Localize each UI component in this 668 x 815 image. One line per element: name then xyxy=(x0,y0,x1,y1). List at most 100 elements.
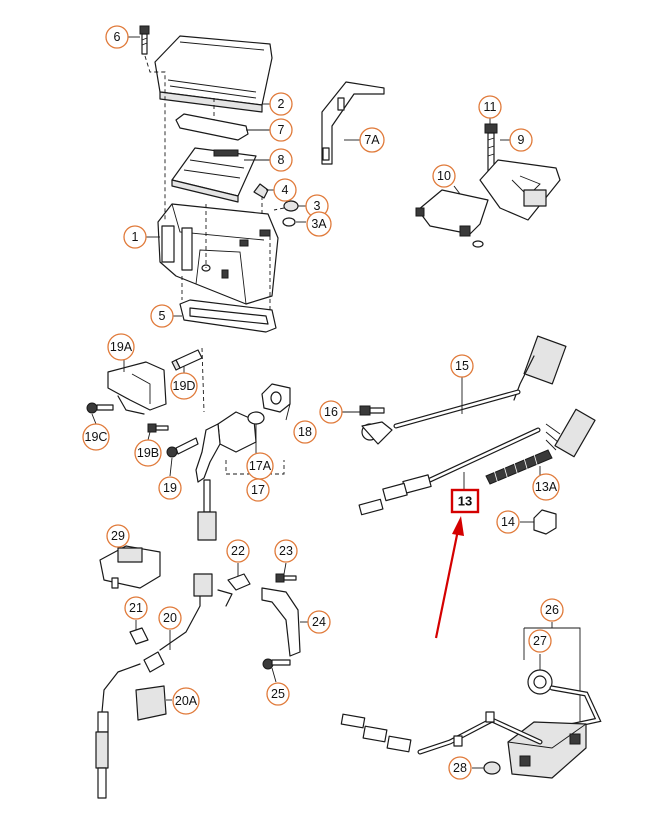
callout-4[interactable]: 4 xyxy=(273,178,297,202)
callout-19-text: 19 xyxy=(163,481,177,495)
bolt-23[interactable] xyxy=(275,573,297,583)
callout-19b-text: 19B xyxy=(137,446,159,460)
callout-19a[interactable]: 19A xyxy=(107,333,135,361)
sensor-15[interactable] xyxy=(361,335,567,445)
callout-3a[interactable]: 3A xyxy=(306,211,332,237)
sleeve-13a[interactable] xyxy=(485,449,553,485)
bolt-16[interactable] xyxy=(359,405,385,416)
oxygen-sensor-13[interactable] xyxy=(358,408,596,516)
callout-13-highlighted[interactable]: 13 xyxy=(450,488,480,514)
washer-3a[interactable] xyxy=(282,217,296,227)
ring-17a[interactable] xyxy=(247,411,265,425)
ecu-bracket-1[interactable] xyxy=(157,203,279,305)
bolt-6[interactable] xyxy=(139,25,150,55)
sensor-17[interactable] xyxy=(195,411,257,541)
bracket-7a[interactable] xyxy=(321,81,385,165)
bolt-19d[interactable] xyxy=(171,349,203,371)
callout-15[interactable]: 15 xyxy=(450,354,474,378)
callout-18-text: 18 xyxy=(298,425,312,439)
clip-22[interactable] xyxy=(217,573,251,607)
clip-7[interactable] xyxy=(175,113,249,141)
callout-22[interactable]: 22 xyxy=(226,539,250,563)
callout-6-text: 6 xyxy=(114,30,121,44)
callout-14[interactable]: 14 xyxy=(496,510,520,534)
callout-15-text: 15 xyxy=(455,359,469,373)
callout-8[interactable]: 8 xyxy=(269,148,293,172)
callout-19c-text: 19C xyxy=(85,430,108,444)
callout-13a[interactable]: 13A xyxy=(532,473,560,501)
bolt-25[interactable] xyxy=(262,658,291,670)
ecu-module-8[interactable] xyxy=(171,147,257,203)
callout-14-text: 14 xyxy=(501,515,515,529)
callout-1[interactable]: 1 xyxy=(123,225,147,249)
callout-1-text: 1 xyxy=(132,230,139,244)
clip-14[interactable] xyxy=(533,509,557,535)
callout-27[interactable]: 27 xyxy=(528,629,552,653)
callout-7a[interactable]: 7A xyxy=(359,127,385,153)
leader-lines xyxy=(91,36,553,769)
callout-28[interactable]: 28 xyxy=(448,756,472,780)
callout-27-text: 27 xyxy=(533,634,547,648)
shield-20a[interactable] xyxy=(135,685,167,721)
callout-2-text: 2 xyxy=(278,97,285,111)
nut-28[interactable] xyxy=(483,761,501,775)
callout-7[interactable]: 7 xyxy=(269,118,293,142)
callout-29[interactable]: 29 xyxy=(106,524,130,548)
bracket-24[interactable] xyxy=(261,587,301,657)
callout-9-text: 9 xyxy=(518,133,525,147)
callout-28-text: 28 xyxy=(453,761,467,775)
bolt-19b[interactable] xyxy=(147,423,169,433)
callout-25-text: 25 xyxy=(271,687,285,701)
ecu-housing-group xyxy=(139,25,299,333)
callout-19c[interactable]: 19C xyxy=(82,423,110,451)
callout-19d[interactable]: 19D xyxy=(170,372,198,400)
bolt-19c[interactable] xyxy=(86,402,114,414)
module-9[interactable] xyxy=(479,159,561,221)
callout-26[interactable]: 26 xyxy=(540,598,564,622)
callout-22-text: 22 xyxy=(231,544,245,558)
callout-17a[interactable]: 17A xyxy=(246,452,274,480)
callout-10-text: 10 xyxy=(437,169,451,183)
callout-24-text: 24 xyxy=(312,615,326,629)
ecu-cover-2[interactable] xyxy=(154,35,273,113)
callout-20a[interactable]: 20A xyxy=(172,687,200,715)
gasket-18[interactable] xyxy=(261,383,291,413)
callout-16-text: 16 xyxy=(324,405,338,419)
callout-21-text: 21 xyxy=(129,601,143,615)
nut-3[interactable] xyxy=(283,200,299,212)
callout-25[interactable]: 25 xyxy=(266,682,290,706)
callout-5[interactable]: 5 xyxy=(150,304,174,328)
callout-3-text: 3 xyxy=(314,199,321,213)
callout-13-text: 13 xyxy=(458,494,472,509)
callout-5-text: 5 xyxy=(159,309,166,323)
callout-17a-text: 17A xyxy=(249,459,272,473)
callout-16[interactable]: 16 xyxy=(319,400,343,424)
bolt-19[interactable] xyxy=(166,437,199,458)
callout-6[interactable]: 6 xyxy=(105,25,129,49)
callout-7-text: 7 xyxy=(278,123,285,137)
nut-4[interactable] xyxy=(253,183,269,199)
callout-10[interactable]: 10 xyxy=(432,164,456,188)
sensor-26-27[interactable] xyxy=(340,627,602,779)
sensor-29[interactable] xyxy=(99,545,161,589)
bracket-19a[interactable] xyxy=(107,361,167,415)
callout-24[interactable]: 24 xyxy=(307,610,331,634)
callout-11[interactable]: 11 xyxy=(478,95,502,119)
callout-19b[interactable]: 19B xyxy=(134,439,162,467)
callout-23-text: 23 xyxy=(279,544,293,558)
callout-9[interactable]: 9 xyxy=(509,128,533,152)
callout-18[interactable]: 18 xyxy=(293,420,317,444)
callout-2[interactable]: 2 xyxy=(269,92,293,116)
bracket-10[interactable] xyxy=(415,189,489,248)
sensor-20[interactable] xyxy=(95,573,213,799)
callout-21[interactable]: 21 xyxy=(124,596,148,620)
clip-21[interactable] xyxy=(129,627,149,645)
callout-23[interactable]: 23 xyxy=(274,539,298,563)
callout-26-text: 26 xyxy=(545,603,559,617)
callout-20[interactable]: 20 xyxy=(158,606,182,630)
callout-17[interactable]: 17 xyxy=(246,478,270,502)
gasket-5[interactable] xyxy=(179,299,277,333)
callout-19[interactable]: 19 xyxy=(158,476,182,500)
sensor-19-group xyxy=(86,347,291,541)
